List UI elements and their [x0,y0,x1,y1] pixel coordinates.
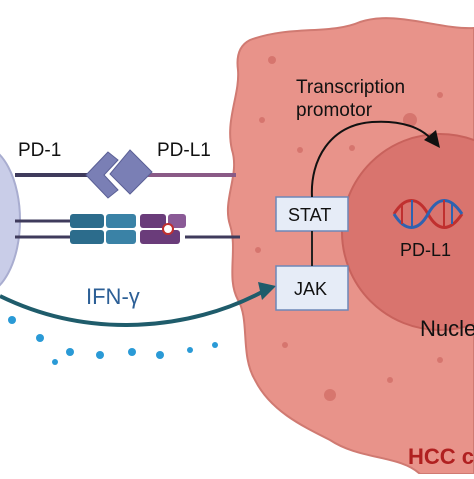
stat-label: STAT [288,205,331,225]
dna-helix [392,199,464,229]
pdl1-gene-label: PD-L1 [400,240,451,260]
nucleus-label: Nucle [420,316,474,341]
ifn-label: IFN-γ [86,284,140,309]
pdl1-membrane-label: PD-L1 [157,140,211,161]
stat-box [275,196,349,232]
transcription-arrow [310,120,433,198]
hcc-label: HCC c [408,444,474,469]
ifn-arrow [0,290,263,327]
pd1-receptor [85,151,119,199]
nucleus [341,133,474,331]
pdl1-ligand [109,149,153,195]
transcription-label-line1: Transcription [296,77,405,98]
tcr-complex [70,214,136,244]
pd1-label: PD-1 [18,140,61,161]
ifn-dots [8,316,218,365]
mhc-complex [140,214,186,244]
transcription-label-line2: promotor [296,100,373,121]
transcription-arrowhead [424,130,440,148]
ifn-arrowhead [258,282,276,300]
jak-label: JAK [294,279,327,299]
